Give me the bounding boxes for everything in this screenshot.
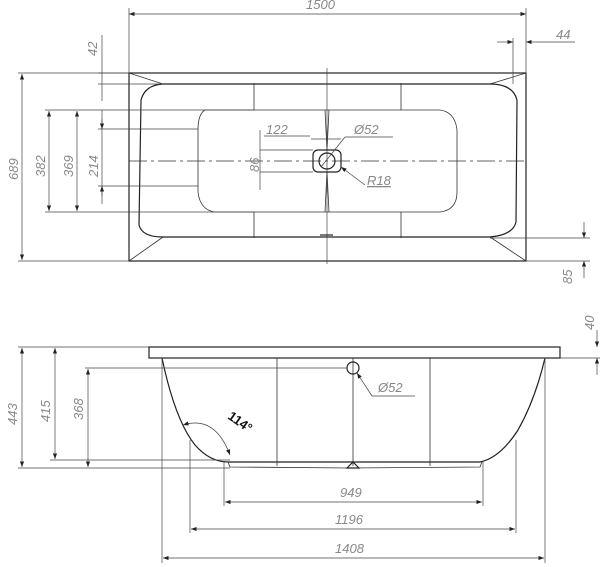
dim-total-height: 443 [5, 403, 20, 425]
section-lines-side [276, 358, 431, 466]
corner-lines [128, 72, 527, 262]
dim-body-length: 1408 [335, 541, 365, 556]
dim-rim-left: 42 [85, 41, 100, 56]
section-lines [253, 83, 402, 238]
dim-rim-bottom: 85 [560, 269, 575, 284]
tub-inner-edge [138, 83, 518, 238]
drain-outlet [345, 461, 361, 469]
dim-angle: 114° [225, 408, 255, 435]
dim-width: 689 [6, 158, 21, 180]
angle-arc [182, 421, 231, 456]
dim-overflow-diameter: Ø52 [377, 380, 403, 395]
dim-length: 1500 [306, 0, 336, 12]
dim-drain-offset-y: 86 [247, 157, 262, 172]
tub-outline-top [128, 72, 527, 262]
dim-bottom-length: 949 [340, 485, 362, 500]
dim-flat-width: 214 [86, 155, 101, 178]
tub-base [227, 461, 483, 469]
drain-recess [312, 149, 342, 173]
side-view: 443 415 368 40 Ø52 114° 949 1196 1408 [5, 315, 600, 563]
dim-drain-radius: R18 [367, 173, 392, 188]
dim-mid-length: 1196 [335, 512, 364, 527]
top-view: 1500 44 42 689 382 369 214 122 86 Ø52 R1… [6, 0, 590, 284]
drain-hole [318, 152, 336, 170]
dim-overflow-height: 368 [71, 398, 86, 420]
tub-rim-side [148, 346, 561, 359]
dim-rim-right: 44 [556, 27, 570, 42]
dim-drain-offset-x: 122 [266, 122, 288, 137]
basin-outline [197, 109, 458, 213]
dim-rim-thickness: 40 [582, 315, 597, 330]
dim-depth: 415 [38, 400, 53, 422]
dim-basin-inner: 369 [61, 155, 76, 177]
dim-drain-diameter: Ø52 [353, 122, 379, 137]
dim-basin-width: 382 [33, 155, 48, 177]
